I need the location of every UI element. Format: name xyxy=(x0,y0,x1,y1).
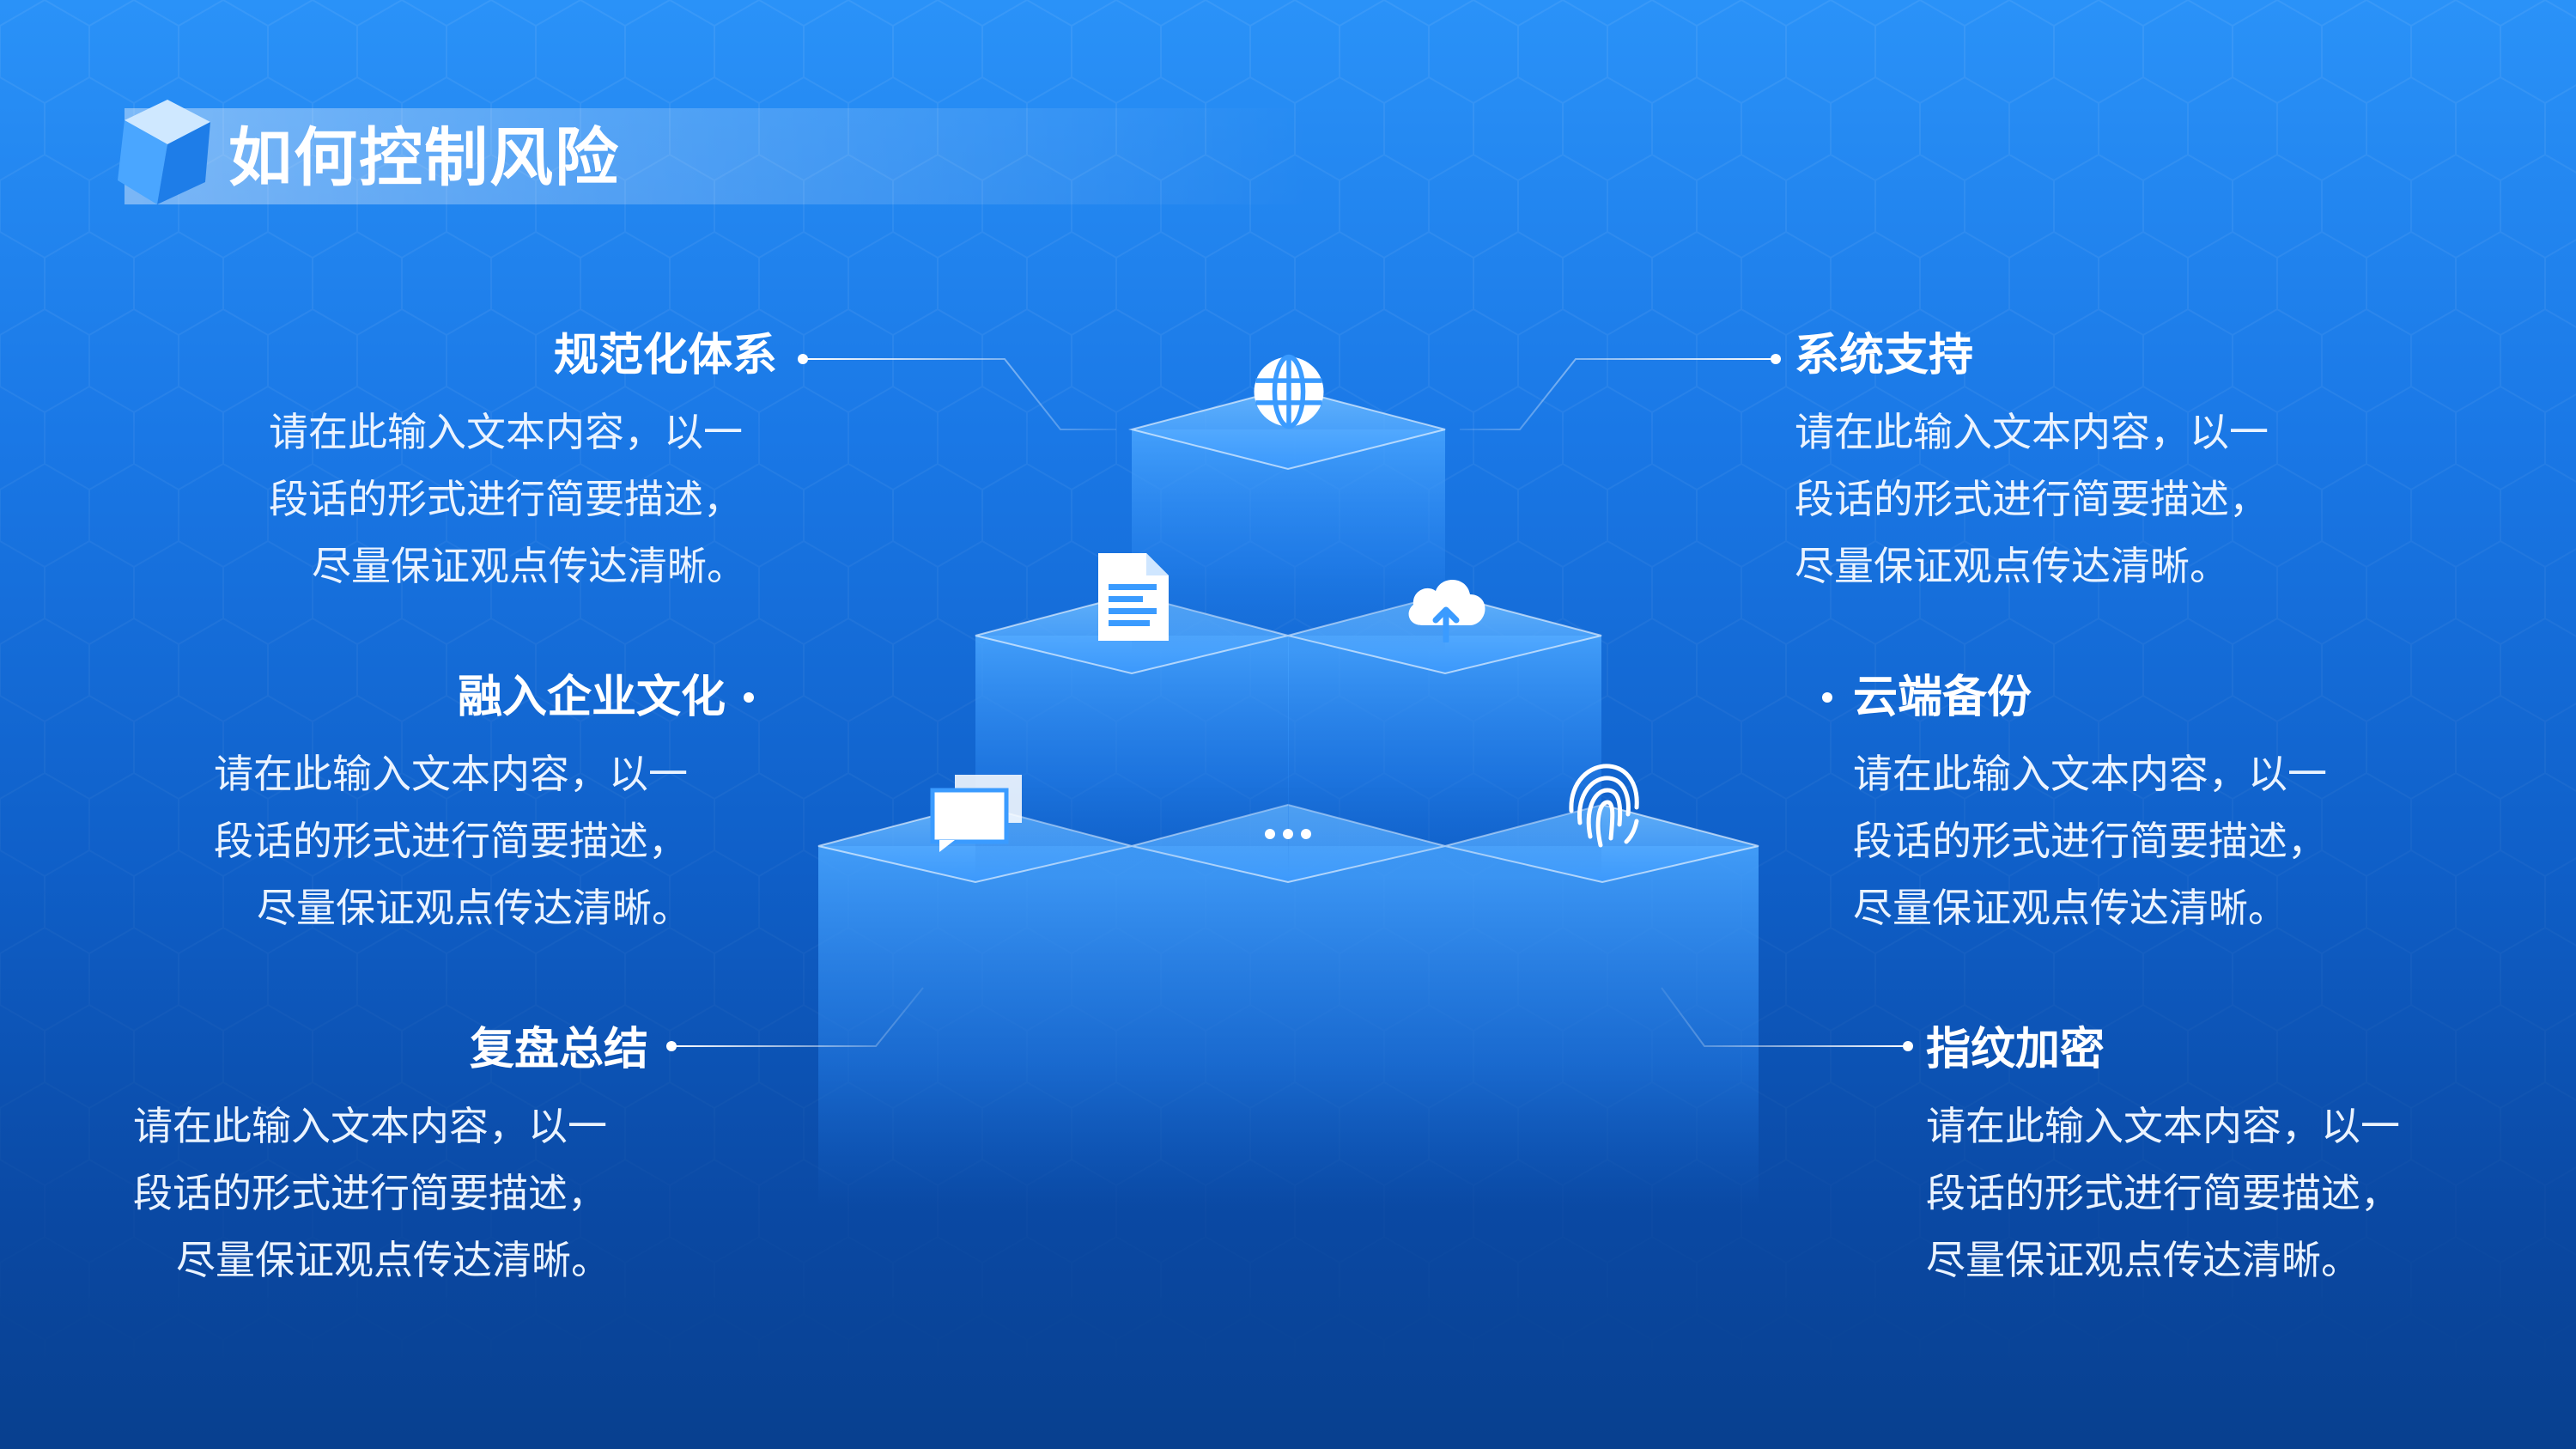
connector-right-2 xyxy=(1601,692,1832,703)
chat-icon xyxy=(929,771,1025,854)
fingerprint-icon xyxy=(1564,759,1643,852)
document-icon xyxy=(1095,550,1172,644)
connector-left-3 xyxy=(666,987,924,1051)
connector-right-1 xyxy=(1460,354,1781,430)
item-right-3: 指纹加密 请在此输入文本内容，以一 段话的形式进行简要描述， 尽量保证观点传达清… xyxy=(1926,1019,2544,1294)
item-left-3: 复盘总结 请在此输入文本内容，以一 段话的形式进行简要描述， 尽量保证观点传达清… xyxy=(30,1019,648,1294)
connector-left-2 xyxy=(744,692,979,703)
item-heading: 规范化体系 xyxy=(553,330,777,381)
item-description: 请在此输入文本内容，以一 段话的形式进行简要描述， 尽量保证观点传达清晰。 xyxy=(133,1103,611,1283)
item-heading: 系统支持 xyxy=(1795,330,1974,381)
item-description: 请在此输入文本内容，以一 段话的形式进行简要描述， 尽量保证观点传达清晰。 xyxy=(214,751,691,931)
connector-right-3 xyxy=(1661,987,1913,1051)
item-left-2: 融入企业文化 请在此输入文本内容，以一 段话的形式进行简要描述， 尽量保证观点传… xyxy=(107,667,726,941)
item-right-1: 系统支持 请在此输入文本内容，以一 段话的形式进行简要描述， 尽量保证观点传达清… xyxy=(1795,325,2413,600)
title-banner xyxy=(125,108,1309,204)
cloud-upload-icon xyxy=(1401,569,1491,644)
item-right-2: 云端备份 请在此输入文本内容，以一 段话的形式进行简要描述， 尽量保证观点传达清… xyxy=(1853,667,2471,941)
item-description: 请在此输入文本内容，以一 段话的形式进行简要描述， 尽量保证观点传达清晰。 xyxy=(1853,751,2327,931)
cube-logo-icon xyxy=(116,96,219,208)
item-heading: 融入企业文化 xyxy=(457,672,726,723)
item-heading: 指纹加密 xyxy=(1926,1024,2105,1075)
item-left-1: 规范化体系 请在此输入文本内容，以一 段话的形式进行简要描述， 尽量保证观点传达… xyxy=(159,325,777,600)
item-heading: 云端备份 xyxy=(1853,672,2032,723)
item-description: 请在此输入文本内容，以一 段话的形式进行简要描述， 尽量保证观点传达清晰。 xyxy=(1926,1103,2400,1283)
connector-left-1 xyxy=(798,354,1116,430)
item-description: 请在此输入文本内容，以一 段话的形式进行简要描述， 尽量保证观点传达清晰。 xyxy=(1795,409,2269,589)
item-description: 请在此输入文本内容，以一 段话的形式进行简要描述， 尽量保证观点传达清晰。 xyxy=(269,409,746,589)
more-dots-icon xyxy=(1262,826,1314,842)
globe-icon xyxy=(1249,352,1328,431)
item-heading: 复盘总结 xyxy=(469,1024,648,1075)
page-title: 如何控制风险 xyxy=(228,121,620,195)
